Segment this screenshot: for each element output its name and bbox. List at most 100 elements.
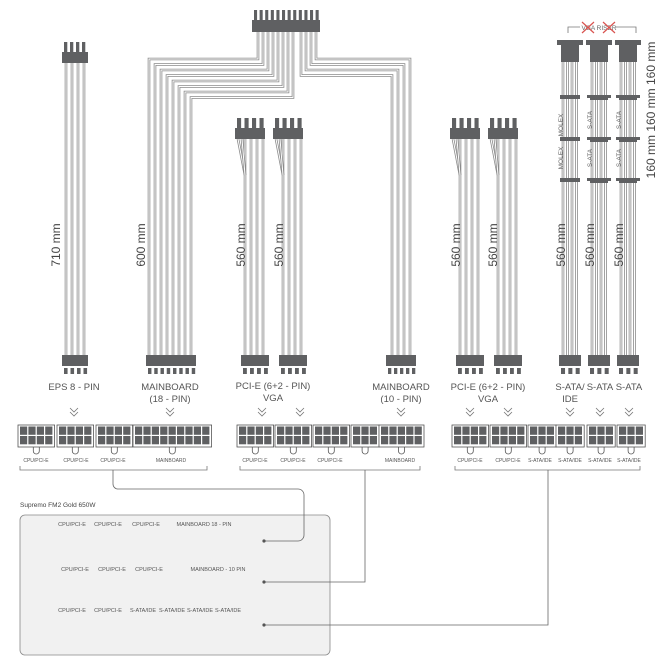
sata-connector <box>619 181 637 183</box>
socket-pin <box>619 436 627 445</box>
socket-pin <box>255 436 263 445</box>
chevron-down-icon <box>565 407 575 417</box>
pin <box>275 118 280 128</box>
chevron-down-icon <box>624 407 634 417</box>
wire-core <box>241 138 246 176</box>
socket-pin <box>597 436 605 445</box>
sata-top-connector <box>561 45 579 62</box>
wire-core <box>160 32 269 356</box>
socket-latch <box>466 447 474 455</box>
molex-connector <box>560 137 580 141</box>
socket-pin <box>143 426 151 435</box>
socket-pin <box>177 426 185 435</box>
pin <box>575 368 580 374</box>
socket-pin <box>492 426 500 435</box>
socket-pin <box>323 436 331 445</box>
pin <box>265 10 269 20</box>
pin <box>561 368 566 374</box>
vga-riser-text: VGA RISER <box>581 25 616 32</box>
panel-label: S-ATA/IDE <box>159 608 185 614</box>
socket-latch <box>627 447 635 455</box>
wire <box>309 32 406 356</box>
panel-label: CPU/PCI-E <box>132 522 160 528</box>
socket-label: CPU/PCI-E <box>457 458 483 464</box>
socket-pin <box>20 436 28 445</box>
chevron-down-icon <box>503 407 513 417</box>
pin <box>295 368 299 374</box>
pin <box>288 368 292 374</box>
pin <box>496 368 500 374</box>
pin <box>148 368 152 374</box>
socket-pin <box>239 436 247 445</box>
socket-pin <box>277 426 285 435</box>
socket-pin <box>151 436 159 445</box>
socket-labels: CPU/PCI-E CPU/PCI-E CPU/PCI-E MAINBOARD … <box>23 458 641 464</box>
socket-pin <box>202 426 210 435</box>
socket-label: CPU/PCI-E <box>242 458 268 464</box>
wire-core <box>178 32 284 356</box>
bracket <box>239 466 421 471</box>
socket-pin <box>597 426 605 435</box>
sata-connector <box>587 178 611 181</box>
socket-pin <box>20 426 28 435</box>
socket-latch <box>289 447 297 455</box>
socket-pin <box>517 436 525 445</box>
socket-pin <box>517 426 525 435</box>
sata-top-connector <box>619 45 637 62</box>
socket-pin <box>67 426 75 435</box>
eps-top-connector <box>62 52 88 63</box>
chevron-down-icon <box>465 407 475 417</box>
pin <box>497 118 502 128</box>
socket-pin <box>264 436 272 445</box>
mb18-label-2: (18 - PIN) <box>149 394 190 405</box>
chevron-down-icon <box>295 407 305 417</box>
panel-label: CPU/PCI-E <box>94 522 122 528</box>
socket-pin <box>123 436 131 445</box>
socket-pin <box>627 436 635 445</box>
panel-label: S-ATA/IDE <box>187 608 213 614</box>
socket-pin <box>59 426 67 435</box>
socket-pin <box>353 426 361 435</box>
pin <box>282 118 287 128</box>
sata3-label: S-ATA <box>616 382 643 393</box>
socket-pin <box>492 436 500 445</box>
socket-pin <box>479 426 487 435</box>
socket-pin <box>619 426 627 435</box>
pin <box>276 10 280 20</box>
socket-latch <box>538 447 546 455</box>
socket-pin <box>566 426 574 435</box>
pin <box>264 368 268 374</box>
socket-pin <box>193 436 201 445</box>
molex-connector <box>560 178 580 182</box>
socket-pin <box>389 436 397 445</box>
sata-connector <box>616 178 640 181</box>
pcie2-length: 560 mm <box>272 223 286 266</box>
sata2-seg2: S-ATA <box>587 148 594 167</box>
socket-pin <box>546 426 554 435</box>
pin <box>154 368 158 374</box>
socket-pin <box>361 426 369 435</box>
connector-bottom <box>386 355 416 366</box>
socket-pin <box>98 436 106 445</box>
socket-pin <box>285 426 293 435</box>
pin <box>505 118 510 128</box>
pin <box>510 368 514 374</box>
wire <box>304 32 400 356</box>
socket-pin <box>28 426 36 435</box>
pin <box>270 10 274 20</box>
panel-label: CPU/PCI-E <box>98 567 126 573</box>
sata3-seg2: S-ATA <box>616 148 623 167</box>
link-line <box>112 470 305 542</box>
socket-pin <box>454 426 462 435</box>
pin <box>191 368 196 374</box>
wire-core <box>456 138 461 176</box>
pin <box>254 10 258 20</box>
pin <box>282 10 286 20</box>
socket-pin <box>470 436 478 445</box>
pin <box>479 368 483 374</box>
socket-pin <box>558 436 566 445</box>
socket-pin <box>635 426 643 435</box>
socket-label: S-ATA/IDE <box>528 458 552 464</box>
socket-pin <box>98 426 106 435</box>
pin <box>412 368 416 374</box>
